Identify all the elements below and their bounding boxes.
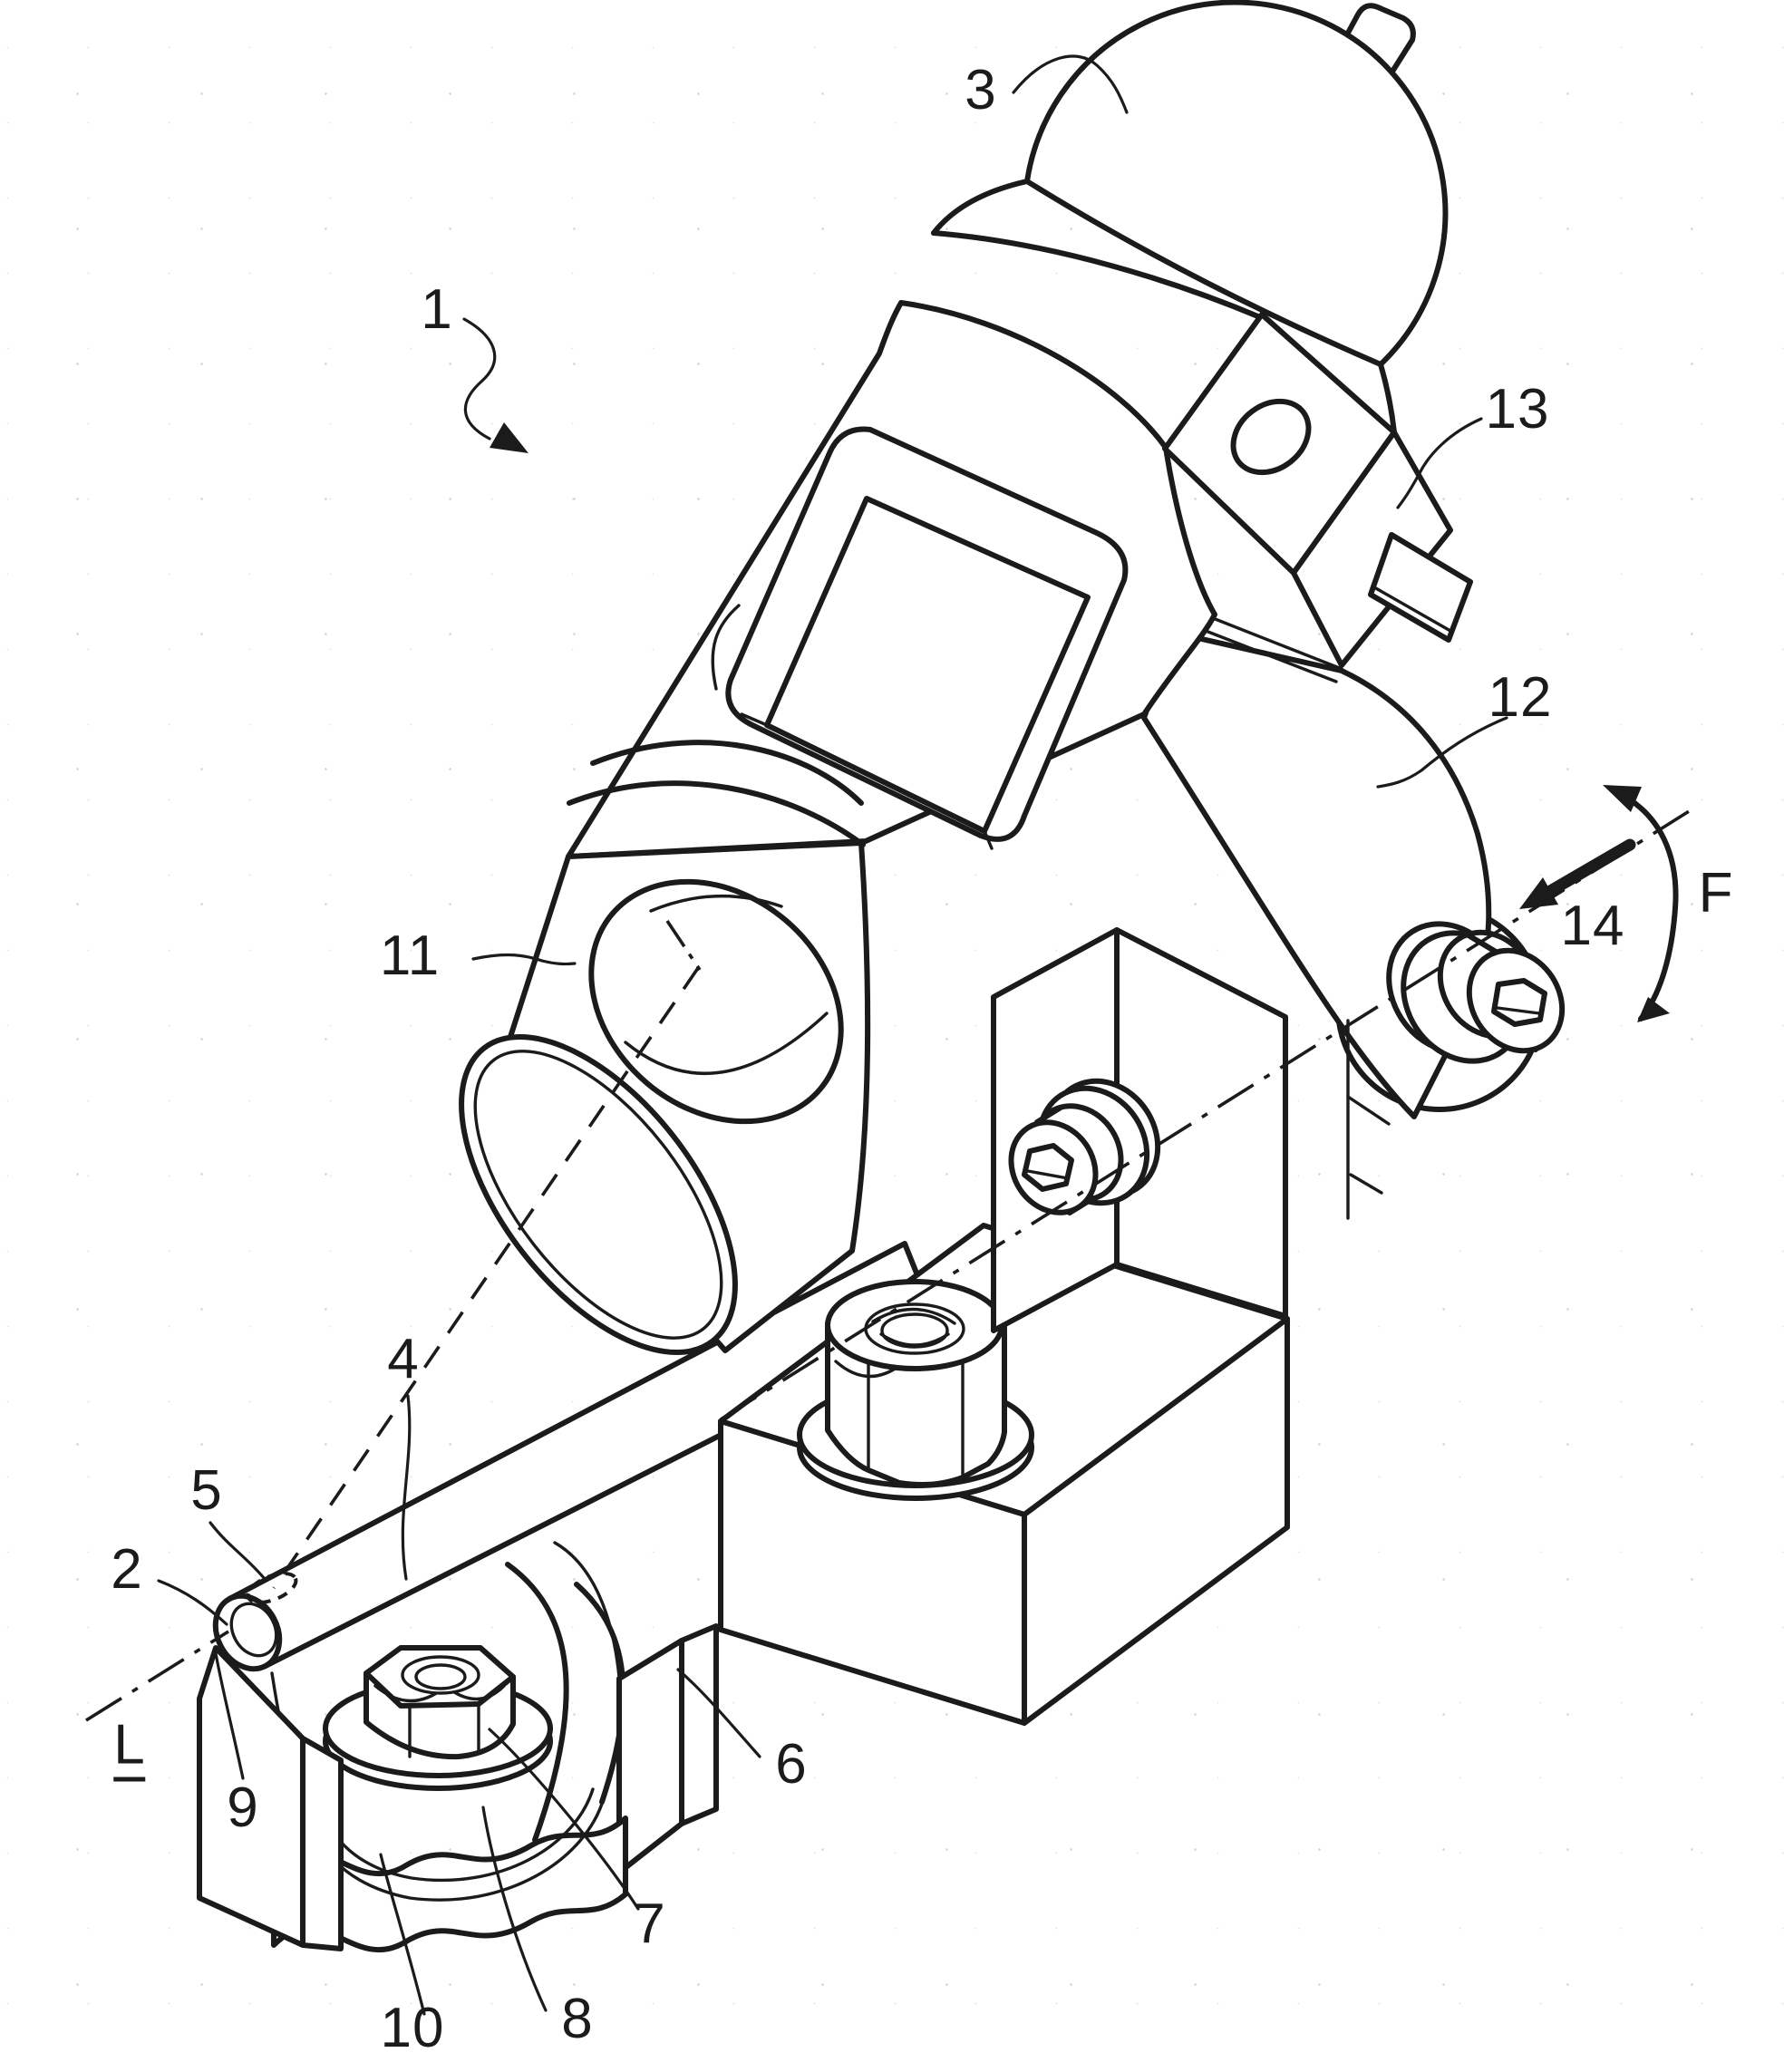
pivot-axis-left-segment [85,1630,229,1722]
l-bracket [718,927,1290,1726]
lens-inner-arc-top [649,894,783,913]
ref-label-ref-3: 3 [965,59,997,121]
ref-label-ref-8: 8 [561,1988,594,2050]
rod-end-bore [229,1602,278,1658]
pivot-screw [1386,921,1566,1064]
leader-3 [1012,54,1129,114]
dome-right-join [1378,362,1397,435]
plate-screw-hex-socket [1022,1143,1074,1192]
sensor-head [459,0,1449,1355]
rotation-arc-head-top [1603,785,1642,812]
base-block-front-right-face [1022,1316,1290,1726]
rod-end-face [212,1593,283,1672]
ref-label-ref-9: 9 [227,1777,259,1839]
ref-label-ref-10: 10 [380,1997,445,2059]
rod-clamp-assembly [197,1241,940,1953]
ref-label-ref-14: 14 [1560,895,1625,957]
pivot-axis-main-segment [720,807,1694,1421]
clamp-body-block [616,1638,684,1875]
optical-axis-dashed [272,966,700,1590]
body-arm-gap-line-2 [1204,629,1338,683]
arrow-14-head [1519,877,1558,909]
ref-label-ref-5: 5 [190,1459,223,1522]
reference-leaders [157,54,1508,2016]
leader-13 [1396,417,1483,509]
window-top-highlight [711,604,741,691]
leader-1 [462,317,497,441]
leader-6 [676,1668,761,1758]
arm-facet-2 [1349,1173,1383,1195]
upright-side-face [300,1736,344,1951]
upright-front-face [197,1645,305,1948]
plate-screw-hex-edge [1026,1169,1070,1180]
cone-band-2 [567,780,866,847]
pivot-head-front [1466,947,1566,1054]
clamp-jaw-leaf-1 [505,1562,569,1843]
ref-label-ref-6: 6 [775,1733,808,1796]
leader-7 [488,1728,640,1911]
leader-8 [481,1806,548,2012]
ref-label-ref-4: 4 [387,1328,420,1390]
collar-ring-edge [931,230,1263,320]
clamp-jaw-curve-top [553,1541,621,1679]
side-block-flange-edge [1372,586,1452,633]
optical-axis-dashdot [665,920,702,971]
ref-label-ref-12: 12 [1488,666,1553,729]
front-rim-outer [459,1034,738,1355]
arm-facet-1 [1346,1095,1391,1126]
plate-screw-side-top [1034,1105,1063,1125]
leader-2 [157,1579,228,1626]
ref-label-ref-2: 2 [111,1538,143,1601]
leader-12 [1376,716,1508,789]
pivot-head-side-top [1466,933,1498,954]
side-block-lower-face [1291,430,1453,668]
rotation-arc-head-bottom [1637,997,1670,1022]
body-arm-gap-line-1 [1211,616,1343,671]
ref-label-force-F: F [1698,862,1734,925]
clamp-jaw-leaf-2 [574,1582,626,1805]
leader-5 [208,1521,267,1581]
window-corner-edge-2 [983,829,994,850]
side-block [1162,312,1473,683]
ref-label-axis-L: L [113,1717,146,1782]
side-block-flange [1368,532,1473,643]
front-rim-inner [473,1050,723,1340]
pivot-hex-socket [1491,978,1547,1027]
ref-label-ref-1: 1 [421,278,453,341]
base-nut-bore-inner [880,1312,949,1349]
leader-10 [379,1853,426,2016]
rotation-arc-F [1610,788,1679,1021]
ref-label-ref-11: 11 [379,925,441,987]
collar-shoulder [931,179,1030,236]
window-corner-edge-1 [740,712,769,727]
cone-band-1 [590,740,864,806]
rod-hidden-hole [246,1572,298,1604]
axes [85,785,1694,1722]
leader-4 [401,1394,412,1581]
ref-label-ref-7: 7 [634,1893,666,1955]
clamp-base-plate [271,1815,628,1953]
lens-inner-arc-low [624,1012,829,1075]
arrow-14-shaft [1535,838,1636,903]
clamp-nut-bore-inner [414,1663,467,1690]
leader-11 [471,953,577,966]
pivot-hex-socket-edge [1496,1006,1541,1015]
leader-9 [214,1651,245,1780]
side-block-hole [1230,398,1312,476]
base-nut-thread-1 [871,1307,956,1325]
clamp-body-cap [679,1623,719,1826]
leader-1-arrowhead [490,422,528,453]
ref-label-ref-13: 13 [1485,378,1550,441]
dome [1024,0,1449,367]
plate-screw-head-front [1008,1119,1099,1215]
